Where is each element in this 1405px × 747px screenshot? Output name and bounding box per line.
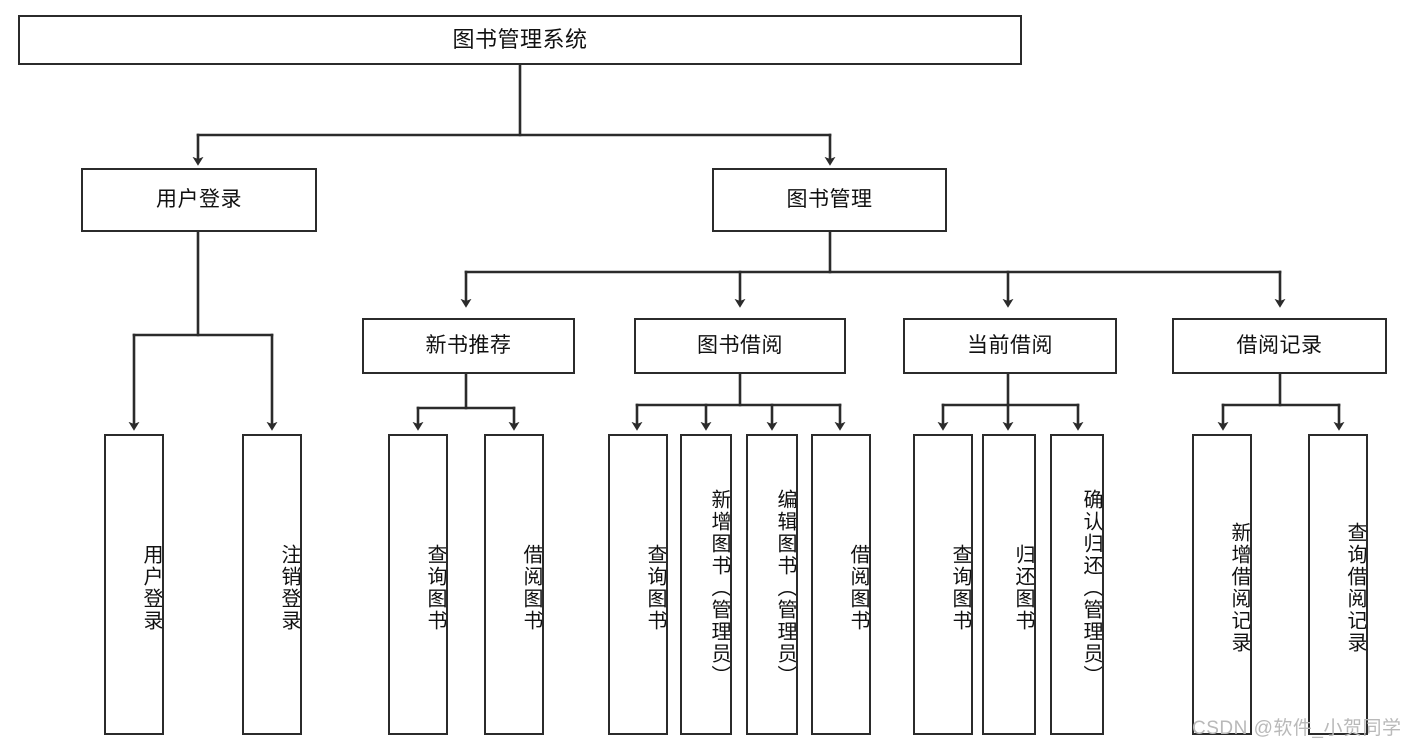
node-label: 查询图书 [949,543,971,632]
leaf-user-logout[interactable]: 注销登录 [242,434,302,735]
leaf-query-books-current[interactable]: 查询图书 [913,434,973,735]
leaf-query-borrow-record[interactable]: 查询借阅记录 [1308,434,1368,735]
node-label: 图书管理系统 [452,26,588,52]
node-label: 当前借阅 [967,334,1053,358]
leaf-borrow-books[interactable]: 借阅图书 [811,434,871,735]
node-label: 查询图书 [424,543,446,632]
node-book-borrow[interactable]: 图书借阅 [634,318,846,374]
leaf-query-books-borrow[interactable]: 查询图书 [608,434,668,735]
node-borrow-records[interactable]: 借阅记录 [1172,318,1387,374]
node-label: 查询借阅记录 [1344,521,1366,654]
node-root-book-management-system[interactable]: 图书管理系统 [18,15,1022,65]
node-label: 新增借阅记录 [1228,521,1250,654]
node-label: 用户登录 [156,188,242,212]
node-book-management[interactable]: 图书管理 [712,168,947,232]
node-label: 注销登录 [278,543,300,632]
node-current-borrow[interactable]: 当前借阅 [903,318,1117,374]
leaf-edit-book-admin[interactable]: 编辑图书（管理员） [746,434,798,735]
leaf-confirm-return-admin[interactable]: 确认归还（管理员） [1050,434,1104,735]
node-label: 图书借阅 [697,334,783,358]
node-label: 确认归还（管理员） [1080,488,1102,687]
leaf-borrow-books-recommend[interactable]: 借阅图书 [484,434,544,735]
node-label: 借阅图书 [520,543,542,632]
leaf-add-borrow-record[interactable]: 新增借阅记录 [1192,434,1252,735]
node-label: 借阅记录 [1236,334,1323,358]
leaf-query-books-recommend[interactable]: 查询图书 [388,434,448,735]
node-label: 图书管理 [786,188,873,212]
node-label: 编辑图书（管理员） [774,488,796,687]
node-label: 查询图书 [644,543,666,632]
node-user-login[interactable]: 用户登录 [81,168,317,232]
leaf-return-books[interactable]: 归还图书 [982,434,1036,735]
node-label: 归还图书 [1012,543,1034,632]
node-new-book-recommend[interactable]: 新书推荐 [362,318,575,374]
watermark: CSDN @软件_小贺同学 [1192,718,1402,739]
leaf-user-login[interactable]: 用户登录 [104,434,164,735]
node-label: 新增图书（管理员） [708,488,730,687]
node-label: 新书推荐 [425,334,512,358]
node-label: 用户登录 [140,543,162,632]
leaf-add-book-admin[interactable]: 新增图书（管理员） [680,434,732,735]
node-label: 借阅图书 [847,543,869,632]
